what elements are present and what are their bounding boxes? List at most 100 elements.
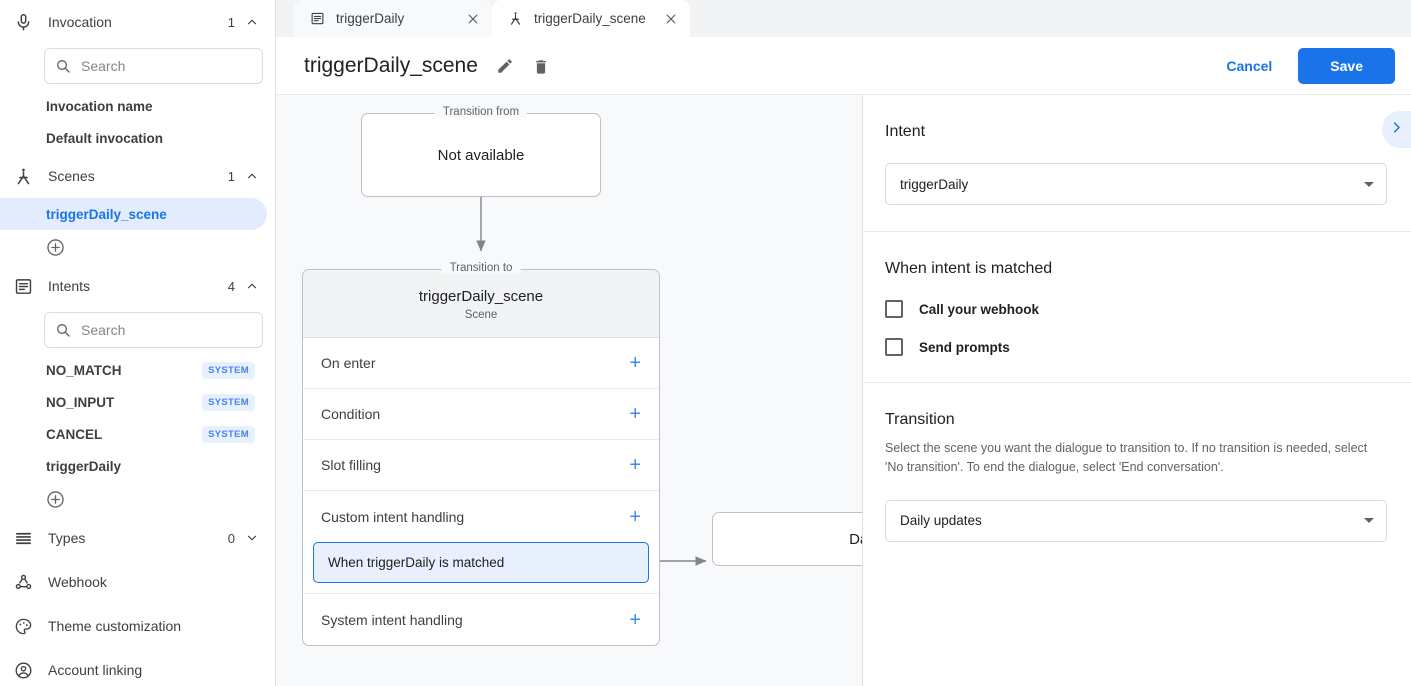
- tab-strip: triggerDaily triggerDaily_scene: [276, 0, 1411, 37]
- sidebar-item-label: Invocation name: [46, 98, 153, 114]
- scene-row-system-intent-handling[interactable]: System intent handling +: [303, 594, 659, 645]
- scene-node-title: triggerDaily_scene: [418, 288, 544, 305]
- scene-row-custom-intent-handling[interactable]: Custom intent handling +: [303, 491, 659, 542]
- handler-chip-triggerdaily[interactable]: When triggerDaily is matched: [313, 542, 649, 583]
- transition-target-value: Dail: [849, 530, 862, 548]
- add-intent-button[interactable]: [0, 482, 275, 516]
- transition-select[interactable]: Daily updates: [885, 499, 1387, 542]
- cancel-button[interactable]: Cancel: [1210, 49, 1288, 83]
- sidebar-section-count: 4: [227, 278, 235, 294]
- custom-intent-handler-list: When triggerDaily is matched: [303, 542, 659, 594]
- plus-circle-icon: [47, 238, 64, 256]
- when-matched-heading: When intent is matched: [885, 260, 1053, 277]
- right-panel: Intent triggerDaily When intent is match…: [862, 95, 1411, 686]
- tab-triggerdaily-scene[interactable]: triggerDaily_scene: [492, 0, 690, 37]
- sidebar-section-scenes[interactable]: Scenes 1: [0, 154, 275, 198]
- transition-target-node[interactable]: Tr Dail: [712, 512, 862, 566]
- scene-node: Transition to triggerDaily_scene Scene O…: [302, 262, 660, 646]
- sidebar-item-triggerdaily-scene[interactable]: triggerDaily_scene: [0, 198, 267, 230]
- panel-section-intent: Intent triggerDaily: [863, 95, 1411, 232]
- add-condition-icon[interactable]: +: [629, 403, 641, 425]
- sidebar-item-webhook[interactable]: Webhook: [0, 560, 275, 604]
- sidebar-item-no-match[interactable]: NO_MATCH SYSTEM: [0, 354, 267, 386]
- sidebar-item-theme-customization[interactable]: Theme customization: [0, 604, 275, 648]
- sidebar-item-label: Account linking: [48, 662, 143, 678]
- intent-select[interactable]: triggerDaily: [885, 163, 1387, 205]
- transition-from-legend: Transition from: [434, 106, 528, 118]
- transition-description: Select the scene you want the dialogue t…: [885, 441, 1368, 475]
- add-custom-intent-handling-icon[interactable]: +: [629, 505, 641, 528]
- checkbox-label: Call your webhook: [919, 301, 1040, 317]
- tab-triggerdaily[interactable]: triggerDaily: [294, 0, 492, 37]
- sidebar-section-label: Scenes: [48, 168, 95, 184]
- sidebar-item-no-input[interactable]: NO_INPUT SYSTEM: [0, 386, 267, 418]
- sidebar-item-label: Default invocation: [46, 130, 164, 146]
- checkbox-label: Send prompts: [919, 339, 1010, 355]
- checkbox-box[interactable]: [885, 338, 903, 356]
- sidebar-section-label: Invocation: [48, 14, 112, 30]
- add-scene-button[interactable]: [0, 230, 275, 264]
- save-button[interactable]: Save: [1298, 47, 1395, 84]
- sidebar-section-intents[interactable]: Intents 4: [0, 264, 275, 308]
- palette-icon: [14, 617, 40, 636]
- scenes-branch-icon: [14, 167, 40, 186]
- checkbox-send-prompts[interactable]: Send prompts: [885, 338, 1387, 356]
- close-icon[interactable]: [662, 12, 680, 26]
- status-badge: SYSTEM: [202, 393, 255, 411]
- sidebar-section-count: 0: [227, 530, 235, 546]
- chevron-up-icon[interactable]: [245, 279, 259, 293]
- sidebar-item-label: triggerDaily_scene: [46, 206, 167, 222]
- checkbox-call-your-webhook[interactable]: Call your webhook: [885, 300, 1387, 318]
- sidebar-section-count: 1: [227, 14, 235, 30]
- scene-row-condition[interactable]: Condition +: [303, 389, 659, 440]
- sidebar-item-invocation-name[interactable]: Invocation name: [0, 90, 267, 122]
- status-badge: SYSTEM: [202, 425, 255, 443]
- transition-select-value: Daily updates: [900, 513, 982, 529]
- sidebar-section-types[interactable]: Types 0: [0, 516, 275, 560]
- add-system-intent-handling-icon[interactable]: +: [629, 608, 641, 631]
- sidebar-item-triggerdaily[interactable]: triggerDaily: [0, 450, 267, 482]
- panel-collapse-button[interactable]: [1382, 111, 1411, 148]
- chevron-right-icon: [1389, 120, 1404, 140]
- transition-heading: Transition: [885, 411, 955, 428]
- sidebar-item-account-linking[interactable]: Account linking: [0, 648, 275, 686]
- chevron-down-icon: [1364, 181, 1374, 187]
- add-slot-filling-icon[interactable]: +: [629, 454, 641, 476]
- close-icon[interactable]: [464, 12, 482, 26]
- intent-icon: [310, 11, 326, 26]
- intent-select-value: triggerDaily: [900, 176, 969, 192]
- transition-from-value: Not available: [437, 146, 525, 164]
- status-badge: SYSTEM: [202, 361, 255, 379]
- intents-search[interactable]: [44, 312, 263, 348]
- intents-search-input[interactable]: [81, 322, 252, 338]
- checkbox-box[interactable]: [885, 300, 903, 318]
- tab-label: triggerDaily_scene: [534, 11, 646, 26]
- microphone-icon: [14, 13, 40, 32]
- sidebar-section-invocation[interactable]: Invocation 1: [0, 0, 275, 44]
- search-icon: [57, 60, 70, 73]
- scene-graph-canvas[interactable]: Transition from Not available Transition…: [276, 95, 862, 686]
- sidebar-item-label: Webhook: [48, 574, 107, 590]
- invocation-search[interactable]: [44, 48, 263, 84]
- page-header: triggerDaily_scene Cancel Save: [276, 37, 1411, 95]
- invocation-search-input[interactable]: [81, 58, 252, 74]
- main-area: triggerDaily triggerDaily_scene triggerD…: [276, 0, 1411, 686]
- scene-row-slot-filling[interactable]: Slot filling +: [303, 440, 659, 491]
- chevron-up-icon[interactable]: [245, 15, 259, 29]
- sidebar-item-cancel[interactable]: CANCEL SYSTEM: [0, 418, 267, 450]
- chevron-up-icon[interactable]: [245, 169, 259, 183]
- transition-from-node[interactable]: Transition from Not available: [361, 106, 601, 197]
- add-on-enter-icon[interactable]: +: [629, 352, 641, 374]
- scene-row-label: Condition: [321, 406, 381, 422]
- sidebar-item-label: NO_MATCH: [46, 362, 122, 378]
- intent-heading: Intent: [885, 123, 926, 140]
- scene-row-on-enter[interactable]: On enter +: [303, 338, 659, 389]
- pencil-icon[interactable]: [496, 57, 514, 75]
- sidebar-item-label: triggerDaily: [46, 458, 122, 474]
- scene-row-label: Slot filling: [321, 457, 381, 473]
- trash-icon[interactable]: [532, 57, 550, 75]
- chevron-down-icon[interactable]: [245, 531, 259, 545]
- left-sidebar: Invocation 1 Invocation name Default inv…: [0, 0, 276, 686]
- sidebar-item-default-invocation[interactable]: Default invocation: [0, 122, 267, 154]
